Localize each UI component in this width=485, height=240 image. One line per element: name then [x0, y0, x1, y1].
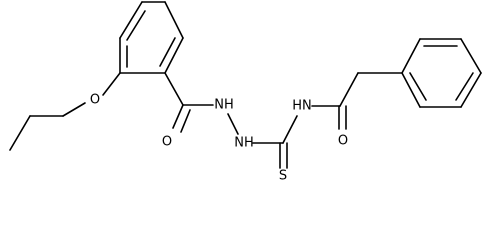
bond: [9, 115, 31, 151]
molecule-structure-diagram: O O NH NH HN S O: [9, 1, 482, 184]
benzoyl-carbonyl: [164, 72, 214, 133]
left-benzene-ring: [119, 1, 184, 74]
hydrazide-nh-lower-label: NH: [234, 136, 254, 151]
thiosemicarbazide-core: [227, 113, 298, 169]
aromatic-bond-inner: [159, 37, 176, 67]
acetyl-carbonyl-oxygen-label: O: [338, 134, 348, 149]
right-benzene-ring: [401, 38, 482, 108]
carbonyl-double-bond: [180, 109, 191, 133]
bond: [339, 72, 359, 107]
aromatic-bond-inner: [409, 72, 427, 101]
bond: [460, 38, 482, 74]
bond: [102, 72, 121, 96]
phenylacetyl-group: [311, 72, 403, 130]
bond: [164, 72, 184, 106]
bond: [282, 115, 298, 144]
carbonyl-double-bond: [172, 104, 184, 129]
benzoyl-carbonyl-oxygen-label: O: [162, 135, 172, 150]
bond: [119, 1, 143, 39]
bond: [460, 72, 482, 108]
bond: [62, 102, 86, 117]
bond: [401, 38, 421, 74]
aromatic-bond-inner: [126, 10, 146, 41]
ether-oxygen-label: O: [90, 93, 100, 108]
bond: [401, 72, 421, 108]
hydrazide-nh-upper-label: NH: [214, 98, 234, 113]
thioamide-nh-label: HN: [292, 99, 312, 114]
thiocarbonyl-sulfur-label: S: [279, 169, 287, 184]
aromatic-bond-inner: [455, 72, 474, 101]
bond: [164, 1, 184, 39]
bond: [164, 37, 184, 74]
propoxy-chain: [9, 72, 121, 151]
bond: [227, 113, 239, 135]
